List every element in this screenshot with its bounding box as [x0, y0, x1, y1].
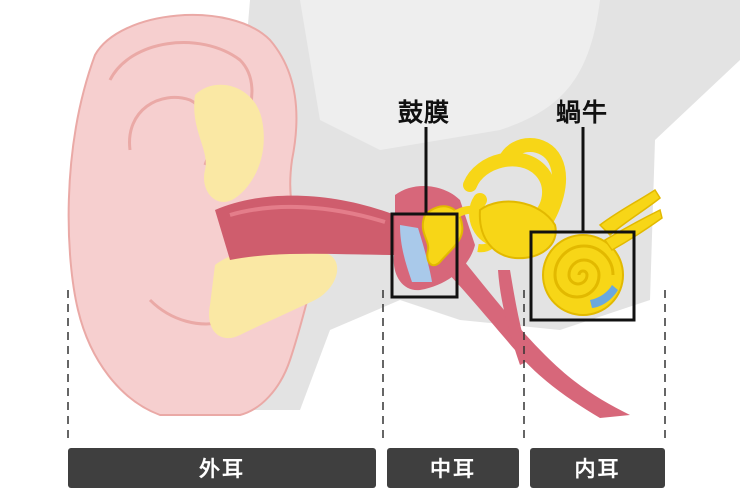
inner-ear-section-label: 内耳	[530, 448, 665, 488]
outer-ear-section-label: 外耳	[68, 448, 376, 488]
middle-ear-section-label: 中耳	[387, 448, 519, 488]
eardrum-label: 鼓膜	[398, 93, 450, 129]
cochlea-label: 蝸牛	[556, 93, 608, 129]
